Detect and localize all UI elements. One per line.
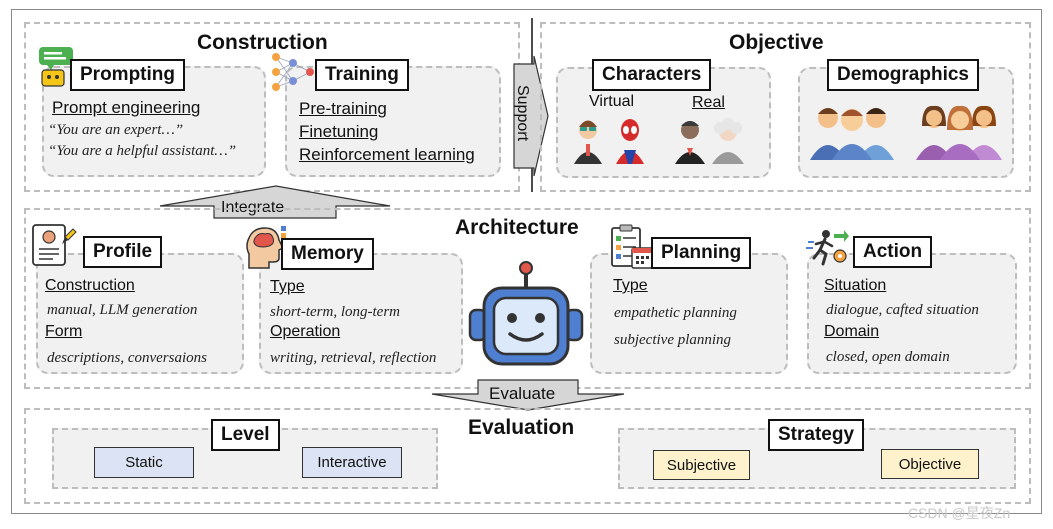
profile-form-heading: Form — [45, 323, 83, 340]
objective-region — [540, 22, 1031, 192]
memory-type-heading: Type — [270, 278, 305, 295]
chat-robot-icon — [37, 46, 77, 93]
brain-head-icon — [243, 224, 289, 275]
level-label: Level — [211, 419, 280, 451]
watermark: CSDN @星夜Zn — [908, 505, 1011, 521]
planning-type-heading: Type — [613, 277, 648, 294]
real-characters-icon — [672, 116, 752, 171]
architecture-title: Architecture — [455, 216, 579, 239]
strategy-label: Strategy — [768, 419, 865, 451]
profile-construction-heading: Construction — [45, 277, 135, 294]
training-item-rl: Reinforcement learning — [299, 145, 475, 164]
diagram-frame — [11, 9, 1042, 514]
integrate-label: Integrate — [221, 199, 285, 216]
support-label: Support — [514, 84, 532, 142]
planning-box — [590, 253, 788, 374]
profile-form-values: descriptions, conversaions — [47, 350, 207, 366]
training-item-finetuning: Finetuning — [299, 122, 379, 141]
virtual-characters-icon — [572, 116, 652, 171]
action-box — [807, 253, 1017, 374]
action-situation-values: dialogue, cafted situation — [826, 302, 979, 318]
evaluate-label: Evaluate — [489, 384, 556, 403]
prompting-label: Prompting — [70, 59, 185, 91]
male-group-icon — [806, 100, 902, 165]
planning-board-icon — [610, 224, 656, 275]
running-person-icon — [806, 228, 850, 273]
characters-label: Characters — [592, 59, 712, 91]
demographics-label: Demographics — [827, 59, 979, 91]
profile-card-icon — [31, 223, 77, 274]
profile-construction-values: manual, LLM generation — [47, 302, 198, 318]
female-group-icon — [912, 100, 1008, 165]
objective-title: Objective — [729, 31, 824, 54]
level-option-interactive: Interactive — [302, 447, 402, 478]
memory-label: Memory — [281, 238, 374, 270]
level-option-static: Static — [94, 447, 194, 478]
prompt-example-2: “You are a helpful assistant…” — [48, 143, 237, 159]
strategy-option-subjective: Subjective — [653, 450, 750, 480]
prompt-engineering-heading: Prompt engineering — [52, 98, 201, 117]
evaluate-arrow — [428, 378, 628, 417]
real-label: Real — [692, 94, 725, 111]
planning-value-empathetic: empathetic planning — [614, 305, 737, 321]
action-label: Action — [853, 236, 933, 268]
action-situation-heading: Situation — [824, 277, 887, 294]
action-domain-heading: Domain — [824, 323, 880, 340]
memory-box — [259, 253, 463, 374]
prompt-example-1: “You are an expert…” — [48, 122, 184, 138]
strategy-option-objective: Objective — [881, 449, 979, 479]
neural-network-icon — [270, 49, 316, 100]
robot-icon — [466, 260, 586, 375]
memory-type-values: short-term, long-term — [270, 304, 400, 320]
profile-label: Profile — [83, 236, 163, 268]
planning-value-subjective: subjective planning — [614, 332, 732, 348]
virtual-label: Virtual — [589, 93, 635, 110]
memory-operation-heading: Operation — [270, 323, 341, 340]
evaluation-title: Evaluation — [468, 416, 575, 439]
evaluation-region — [24, 408, 1031, 504]
training-item-pretraining: Pre-training — [299, 99, 387, 118]
memory-operation-values: writing, retrieval, reflection — [270, 350, 437, 366]
training-label: Training — [315, 59, 409, 91]
construction-title: Construction — [197, 31, 328, 54]
planning-label: Planning — [651, 237, 752, 269]
action-domain-values: closed, open domain — [826, 349, 950, 365]
